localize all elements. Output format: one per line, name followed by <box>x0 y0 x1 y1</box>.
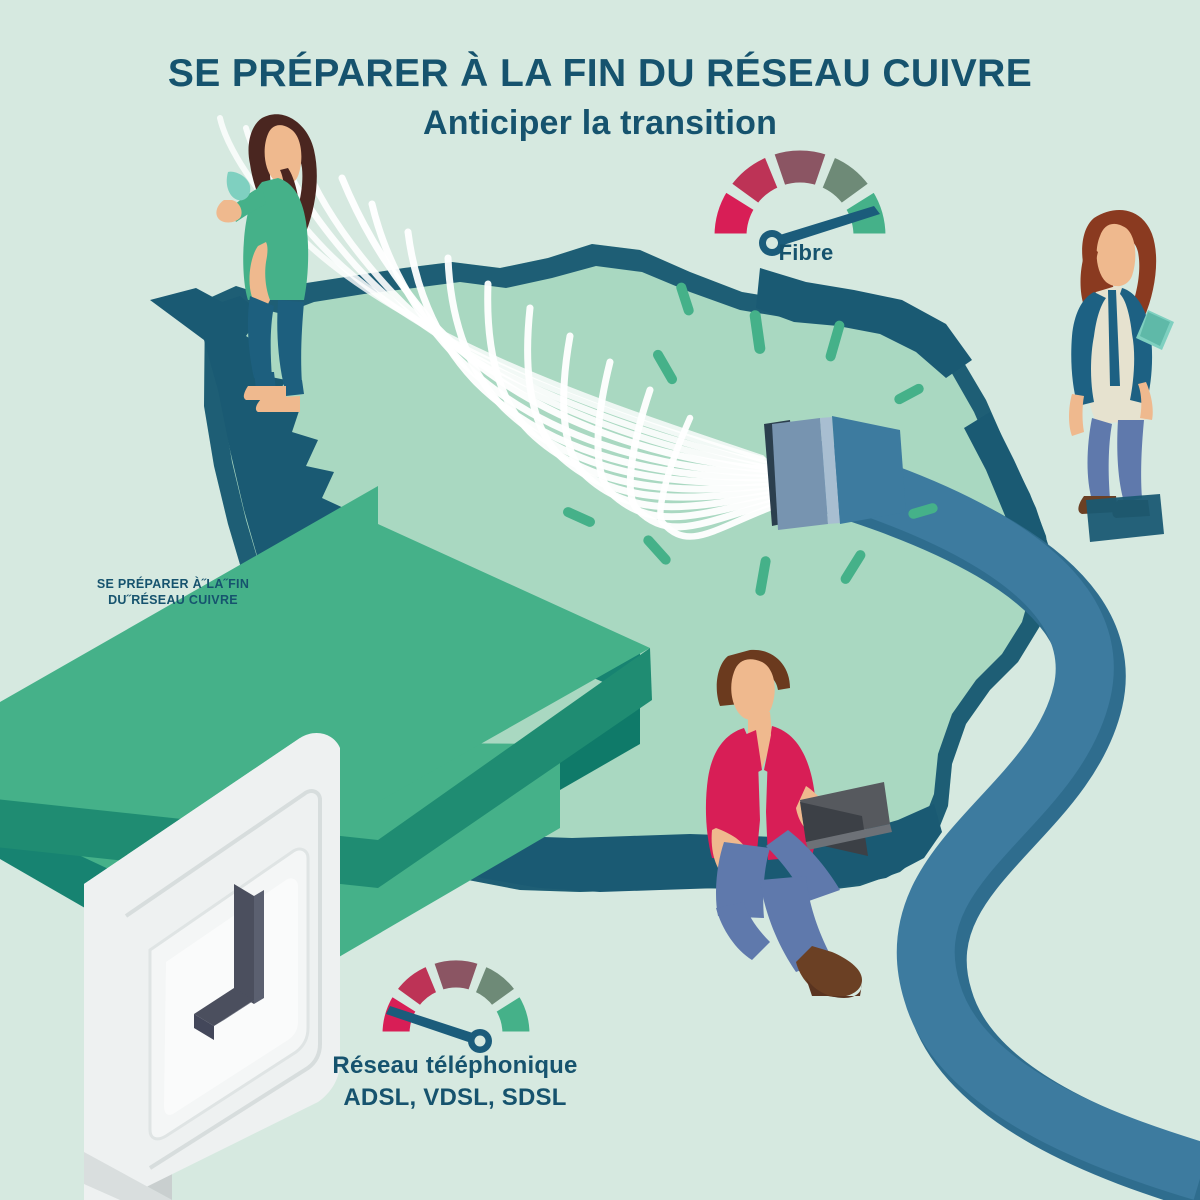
gauge-telephone-label-line2: ADSL, VDSL, SDSL <box>343 1083 567 1111</box>
gauge-telephone-label: Réseau téléphonique ADSL, VDSL, SDSL <box>245 1050 665 1113</box>
socket-t-slot <box>194 884 264 1040</box>
gauge-telephone-label-line1: Réseau téléphonique <box>332 1052 578 1079</box>
gauge-reseau-telephonique <box>377 955 535 1053</box>
map-shelf-right <box>1086 494 1164 542</box>
telephone-wall-socket <box>84 733 340 1200</box>
woman-with-tablet <box>1069 210 1174 518</box>
man-with-laptop <box>705 649 892 998</box>
glow-rays <box>563 282 938 596</box>
gauge-needle-telephone <box>386 1006 492 1053</box>
cable-ferrule <box>764 416 906 530</box>
arrow-body <box>0 486 650 840</box>
fiber-optic-cable <box>782 434 1200 1200</box>
gauge-needle-fibre <box>759 206 880 256</box>
fiber-strands <box>217 115 778 540</box>
page-title: SE PRÉPARER À LA FIN DU RÉSEAU CUIVRE <box>167 52 1033 95</box>
page-subtitle: Anticiper la transition <box>422 104 778 142</box>
arrow-label: SE PRÉPARER À˝LA˝FIN DU˝RÉSEAU CUIVRE <box>58 576 288 608</box>
gauge-fibre <box>709 145 891 256</box>
arrow-label-line1: SE PRÉPARER À˝LA˝FIN <box>96 577 250 591</box>
arrow-label-line2: DU˝RÉSEAU CUIVRE <box>108 593 238 607</box>
woman-with-phone <box>216 114 317 412</box>
gauge-fibre-label: Fibre <box>778 240 834 265</box>
